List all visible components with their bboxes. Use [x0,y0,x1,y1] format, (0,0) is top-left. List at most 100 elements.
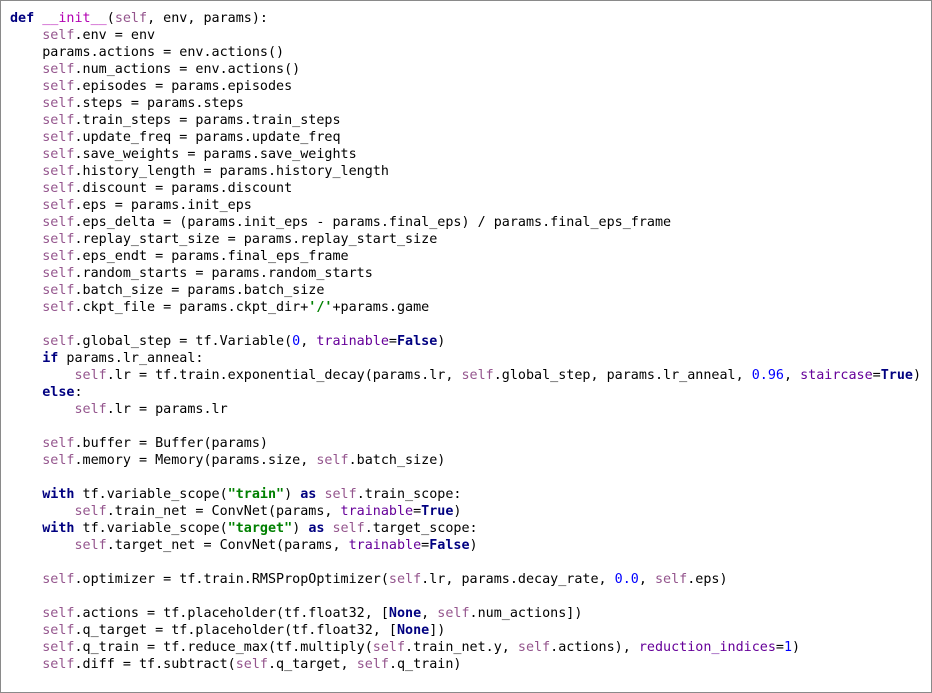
code-token: .eps = params.init_eps [74,198,252,213]
code-line: self.loss = tf.reduce_mean( [10,690,931,692]
code-token: = [775,640,784,655]
code-token: .history_length = params.history_length [74,164,389,179]
code-token-str: "target" [227,521,293,536]
code-token-kw: with [42,521,75,536]
code-line: def __init__(self, env, params): [10,10,931,27]
code-token [10,623,42,638]
code-token-self: self [332,521,365,536]
code-token-self: self [388,572,422,587]
code-token-self: self [356,657,389,672]
code-token [10,249,42,264]
code-token-self: self [42,266,75,281]
code-token-self: self [74,402,107,417]
code-token: .optimizer = tf.train.RMSPropOptimizer( [74,572,389,587]
code-token-kw: None [388,606,422,621]
code-line [10,418,931,435]
code-token: ]) [429,623,446,638]
code-token-self: self [74,538,107,553]
code-token: ) [792,640,801,655]
code-token-str: '/' [308,300,333,315]
code-token [10,385,42,400]
code-token-self: self [372,640,406,655]
code-line: self.random_starts = params.random_start… [10,265,931,282]
code-token: .discount = params.discount [74,181,293,196]
code-token-self: self [42,691,74,692]
code-line: self.history_length = params.history_len… [10,163,931,180]
code-token-self: self [74,368,107,383]
code-token-self: self [42,249,75,264]
code-token-self: self [437,606,470,621]
code-token-num: 0.0 [614,572,639,587]
code-line: self.memory = Memory(params.size, self.b… [10,452,931,469]
code-line [10,316,931,333]
code-token [10,147,42,162]
code-token: ) [292,521,309,536]
code-token: tf.variable_scope( [74,521,228,536]
code-token-str: "train" [227,487,285,502]
code-token-self: self [42,572,75,587]
code-token: ) [469,538,478,553]
code-token-self: self [42,334,75,349]
code-token-kwarg: staircase [800,368,873,383]
code-line: self.replay_start_size = params.replay_s… [10,231,931,248]
code-token-self: self [42,623,75,638]
code-token-self: self [42,28,75,43]
code-line: self.episodes = params.episodes [10,78,931,95]
code-token: .env = env [74,28,156,43]
code-token [10,487,42,502]
code-line: self.env = env [10,27,931,44]
code-line: self.ckpt_file = params.ckpt_dir+'/'+par… [10,299,931,316]
code-token [10,606,42,621]
code-line: self.num_actions = env.actions() [10,61,931,78]
code-line: else: [10,384,931,401]
code-token-self: self [42,657,75,672]
code-token-self: self [114,11,148,26]
code-token [10,215,42,230]
code-token: .global_step = tf.Variable( [74,334,293,349]
code-token: .buffer = Buffer(params) [74,436,268,451]
code-token-self: self [42,640,75,655]
code-token: .batch_size) [348,453,446,468]
code-token: = [872,368,881,383]
code-token-num: 0 [292,334,301,349]
code-token [10,79,42,94]
code-token: ) [437,334,446,349]
code-token: .diff = tf.subtract( [74,657,236,672]
code-token-kw: True [880,368,913,383]
code-token [10,232,42,247]
code-token [10,453,42,468]
code-token: , [638,572,655,587]
code-token-self: self [461,368,494,383]
code-token-kw: as [308,521,325,536]
code-line [10,588,931,605]
code-token: .steps = params.steps [74,96,244,111]
code-token: .eps_delta = (params.init_eps - params.f… [74,215,672,230]
code-token: .train_net = ConvNet(params, [106,504,341,519]
code-token: .q_target = tf.placeholder(tf.float32, [ [74,623,397,638]
code-token: = [421,538,430,553]
code-token [10,113,42,128]
code-line: self.eps_endt = params.final_eps_frame [10,248,931,265]
code-token: .eps_endt = params.final_eps_frame [74,249,349,264]
code-token: .target_net = ConvNet(params, [106,538,349,553]
code-token: tf.variable_scope( [74,487,228,502]
code-line: if params.lr_anneal: [10,350,931,367]
code-token [10,640,42,655]
code-token: .actions), [550,640,639,655]
code-token [10,572,42,587]
code-token-self: self [42,62,75,77]
code-token-self: self [42,606,75,621]
code-line: self.steps = params.steps [10,95,931,112]
code-token-kw: if [42,351,59,366]
code-token-self: self [42,215,75,230]
code-token [10,657,42,672]
code-token [10,300,42,315]
code-token-self: self [316,453,349,468]
code-token [10,334,42,349]
code-token-self: self [517,640,551,655]
code-token-kw: None [396,623,430,638]
code-token [10,368,75,383]
code-token-kw: as [300,487,317,502]
code-token-self: self [42,181,75,196]
